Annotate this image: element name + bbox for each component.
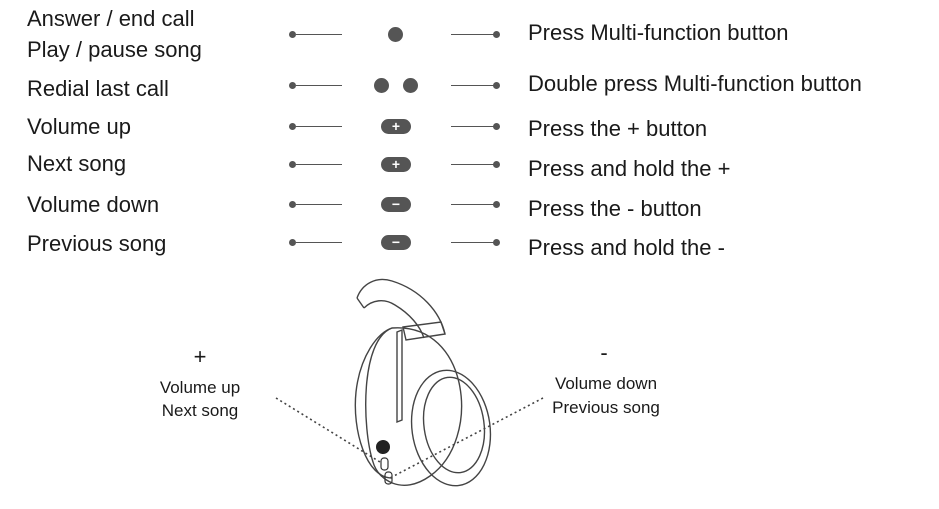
description-press-multi-function: Press Multi-function button	[528, 20, 789, 45]
plus-symbol-label: +	[193, 344, 207, 369]
leader-line-left	[296, 204, 342, 205]
minus-button-icon: −	[381, 197, 411, 212]
earcup-shell	[365, 327, 463, 486]
headband-end	[356, 297, 365, 309]
description-press-plus: Press the + button	[528, 116, 708, 141]
action-label-previous-song: Previous song	[27, 231, 167, 256]
plus-button-icon: +	[381, 119, 411, 134]
leader-dot-right	[493, 31, 500, 38]
leader-dot-left	[289, 201, 296, 208]
plus-button-icon: +	[381, 157, 411, 172]
action-label-volume-down: Volume down	[27, 192, 160, 217]
leader-dot-right	[493, 239, 500, 246]
description-press-hold-plus: Press and hold the +	[528, 156, 731, 181]
plus-leader-line	[275, 397, 381, 463]
leader-line-right	[451, 204, 494, 205]
headband-outer	[356, 278, 446, 335]
leader-dot-right	[493, 82, 500, 89]
description-press-hold-minus: Press and hold the -	[528, 235, 725, 260]
leader-line-right	[451, 34, 494, 35]
minus-label-volume-down: Volume down	[554, 374, 658, 393]
action-label-next-song: Next song	[27, 151, 127, 176]
leader-line-left	[296, 85, 342, 86]
multi-function-button-icon	[403, 78, 418, 93]
slider-arm	[396, 328, 403, 424]
earcup-rim	[410, 369, 492, 487]
leader-dot-right	[493, 123, 500, 130]
leader-dot-left	[289, 161, 296, 168]
earcup-cushion	[354, 327, 393, 479]
slider-block	[402, 321, 446, 341]
action-label-volume-up: Volume up	[27, 114, 131, 139]
leader-line-right	[451, 242, 494, 243]
plus-label-next-song: Next song	[161, 401, 239, 420]
action-label-play-pause-song: Play / pause song	[27, 37, 202, 62]
multi-function-button	[376, 440, 390, 454]
leader-line-right	[451, 85, 494, 86]
leader-dot-left	[289, 123, 296, 130]
leader-line-left	[296, 126, 342, 127]
description-double-press-multi-function: Double press Multi-function button	[528, 71, 862, 96]
headband-inner	[363, 300, 425, 339]
leader-dot-right	[493, 161, 500, 168]
plus-label-volume-up: Volume up	[159, 378, 241, 397]
minus-leader-line	[389, 397, 544, 479]
leader-dot-left	[289, 31, 296, 38]
earcup-plate	[422, 376, 486, 474]
leader-line-right	[451, 126, 494, 127]
leader-dot-right	[493, 201, 500, 208]
plus-button	[380, 457, 389, 471]
leader-line-left	[296, 242, 342, 243]
action-label-redial-last-call: Redial last call	[27, 76, 169, 101]
multi-function-button-icon	[388, 27, 403, 42]
leader-line-left	[296, 164, 342, 165]
leader-dot-left	[289, 239, 296, 246]
minus-button-icon: −	[381, 235, 411, 250]
minus-button	[384, 471, 393, 485]
action-label-answer-end-call: Answer / end call	[27, 6, 195, 31]
leader-line-left	[296, 34, 342, 35]
minus-symbol-label: -	[600, 340, 608, 365]
minus-label-previous-song: Previous song	[552, 398, 660, 417]
leader-line-right	[451, 164, 494, 165]
description-press-minus: Press the - button	[528, 196, 702, 221]
leader-dot-left	[289, 82, 296, 89]
multi-function-button-icon	[374, 78, 389, 93]
